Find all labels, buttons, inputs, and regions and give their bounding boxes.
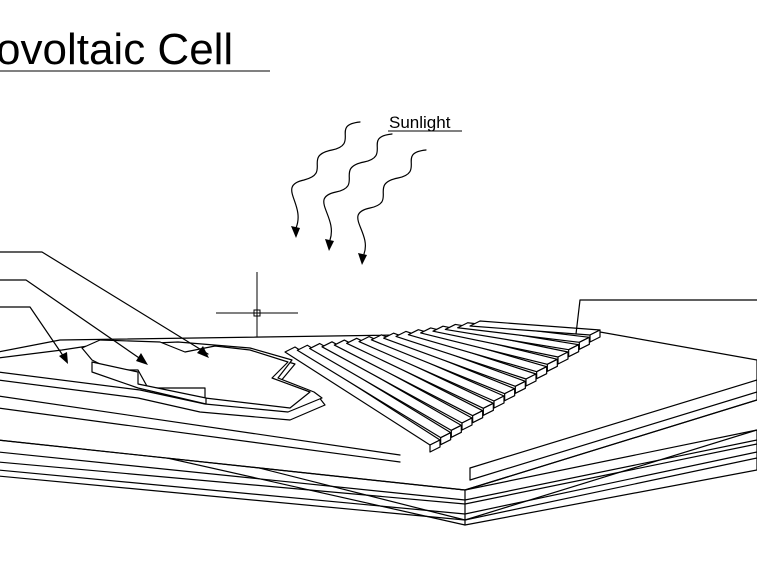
front-edge-lines bbox=[0, 395, 401, 463]
contact-finger-end bbox=[589, 329, 601, 343]
contact-finger-end bbox=[450, 424, 462, 438]
contact-finger-end bbox=[578, 336, 590, 350]
sunlight-wave-icon bbox=[357, 149, 427, 265]
leader-arrowhead bbox=[197, 346, 209, 358]
contact-finger-end bbox=[472, 410, 484, 424]
contact-finger-end bbox=[525, 373, 537, 387]
contact-finger-end bbox=[514, 380, 526, 394]
contact-finger-end bbox=[504, 388, 516, 402]
sunlight-wave-icon bbox=[323, 133, 393, 251]
contact-finger-end bbox=[440, 432, 452, 446]
contact-finger-end bbox=[429, 439, 441, 453]
contact-finger-end bbox=[557, 351, 569, 365]
sunlight-rays bbox=[291, 121, 427, 265]
contact-finger-end bbox=[482, 402, 494, 416]
sunlight-label: Sunlight bbox=[389, 113, 451, 132]
diagram-title: ovoltaic Cell bbox=[0, 25, 233, 74]
bus-bar-contacts bbox=[0, 339, 326, 421]
leader-arrowhead bbox=[136, 353, 148, 365]
leader-arrowhead bbox=[59, 352, 68, 364]
contact-finger-end bbox=[461, 417, 473, 431]
leader-lines bbox=[0, 251, 757, 365]
contact-finger-end bbox=[493, 395, 505, 409]
sunlight-wave-icon bbox=[291, 121, 361, 238]
front-contact-fingers bbox=[284, 320, 601, 453]
contact-finger-end bbox=[536, 366, 548, 380]
contact-finger-end bbox=[568, 344, 580, 358]
contact-finger-end bbox=[546, 358, 558, 372]
